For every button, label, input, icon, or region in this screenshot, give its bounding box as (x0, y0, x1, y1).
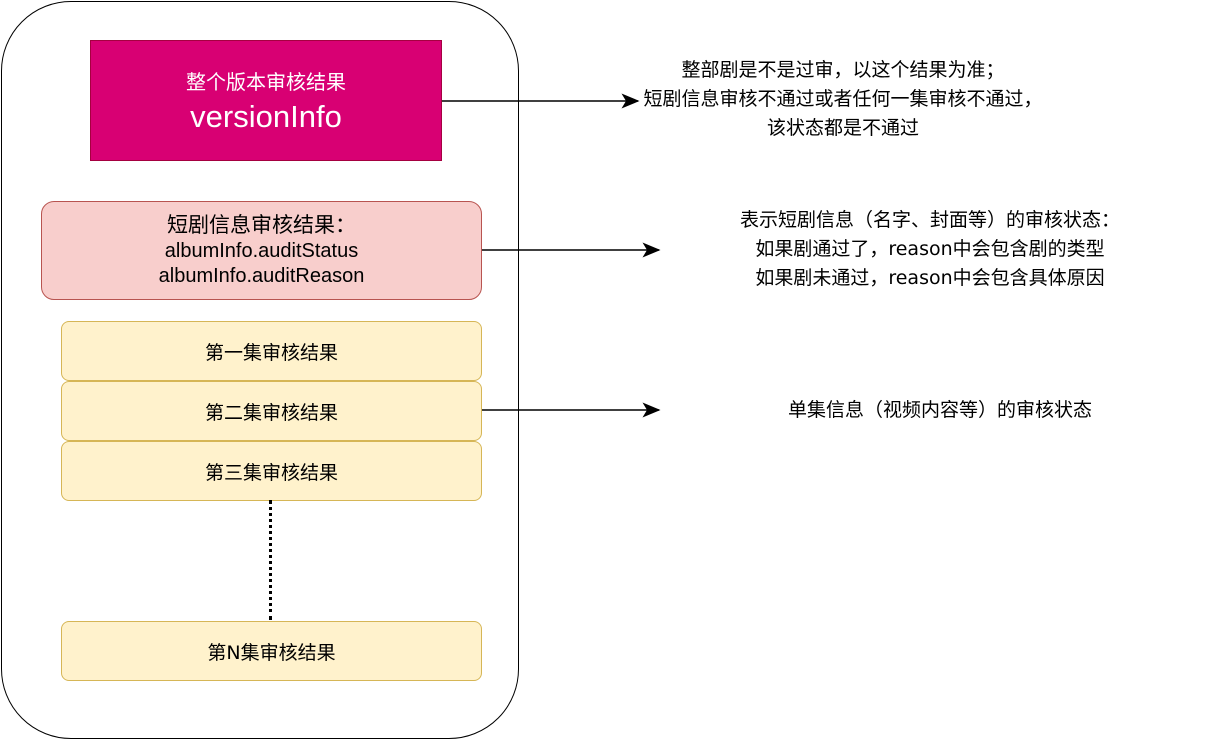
episode-box-1[interactable]: 第一集审核结果 (61, 321, 482, 381)
version-note-line: 短剧信息审核不通过或者任何一集审核不通过， (643, 88, 1043, 110)
album-info-box[interactable]: 短剧信息审核结果： albumInfo.auditStatus albumInf… (41, 201, 482, 300)
album-note: 表示短剧信息（名字、封面等）的审核状态： 如果剧通过了，reason中会包含剧的… (690, 206, 1170, 293)
version-title: 整个版本审核结果 (186, 70, 346, 94)
album-note-line: 如果剧通过了，reason中会包含剧的类型 (755, 238, 1105, 260)
album-field-status: albumInfo.auditStatus (164, 239, 359, 262)
version-field: versionInfo (190, 99, 342, 134)
version-note: 整部剧是不是过审，以这个结果为准； 短剧信息审核不通过或者任何一集审核不通过， … (643, 56, 1043, 143)
ellipsis-dotted-line (269, 500, 272, 620)
version-note-line: 该状态都是不通过 (766, 117, 919, 139)
album-title: 短剧信息审核结果： (167, 213, 356, 238)
album-note-line: 如果剧未通过，reason中会包含具体原因 (755, 267, 1105, 289)
version-note-line: 整部剧是不是过审，以这个结果为准； (681, 59, 1005, 81)
album-field-reason: albumInfo.auditReason (158, 264, 365, 287)
container-frame (1, 1, 519, 739)
album-note-line: 表示短剧信息（名字、封面等）的审核状态： (739, 209, 1120, 231)
episode-note: 单集信息（视频内容等）的审核状态 (787, 399, 1092, 421)
episode-box-2[interactable]: 第二集审核结果 (61, 381, 482, 441)
episode-box-3[interactable]: 第三集审核结果 (61, 441, 482, 501)
version-info-box[interactable]: 整个版本审核结果 versionInfo (90, 40, 442, 161)
episode-box-n[interactable]: 第N集审核结果 (61, 621, 482, 681)
